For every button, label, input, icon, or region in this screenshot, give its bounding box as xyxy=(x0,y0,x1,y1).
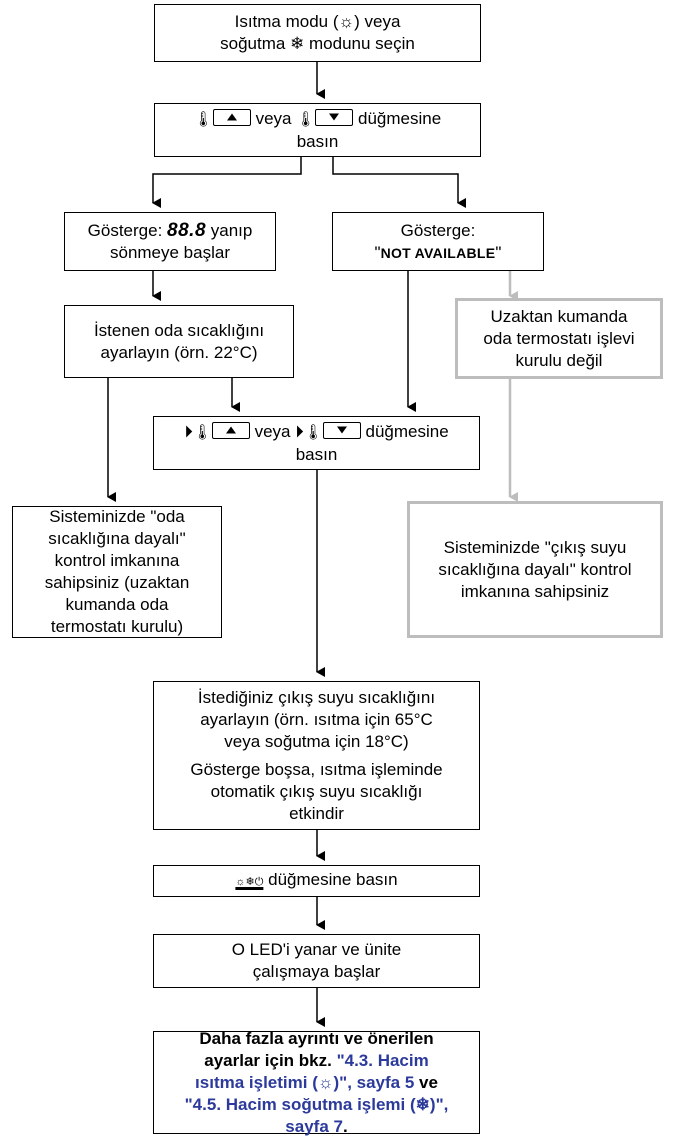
led-on-box: O LED'i yanar ve ünite çalışmaya başlar xyxy=(153,934,480,988)
display-not-available-box: Gösterge: "NOT AVAILABLE" xyxy=(332,212,544,271)
section-4-5-link-page[interactable]: sayfa 7 xyxy=(285,1116,343,1136)
play-icon: ⏵ xyxy=(184,421,193,441)
up-key-icon xyxy=(212,108,251,126)
no-thermostat-box: Uzaktan kumanda oda termostatı işlevi ku… xyxy=(455,298,663,379)
down-key-icon xyxy=(315,108,354,126)
play-icon: ⏵ xyxy=(295,421,304,441)
down-key-icon xyxy=(322,421,361,439)
press-onoff-box: ☼❄⏻ düğmesine basın xyxy=(153,865,480,897)
section-4-3-link-cont[interactable]: ısıtma işletimi (☼)", sayfa 5 xyxy=(195,1072,415,1092)
thermometer-icon: 🌡 xyxy=(193,110,213,128)
thermometer-icon: 🌡 xyxy=(192,423,212,441)
up-key-icon xyxy=(211,421,250,439)
thermometer-icon: 🌡 xyxy=(303,423,323,441)
led-circle-icon: O xyxy=(231,940,245,959)
press-play-temp-buttons-box: ⏵🌡 veya ⏵🌡 düğmesine basın xyxy=(153,416,480,470)
onoff-button-icon: ☼❄⏻ xyxy=(235,876,264,888)
section-4-5-link[interactable]: "4.5. Hacim soğutma işlemi (❄)", xyxy=(184,1094,449,1114)
segment-display: 88.8 xyxy=(167,219,207,241)
press-temp-buttons-box: 🌡 veya 🌡 düğmesine basın xyxy=(154,103,481,157)
select-mode-box: Isıtma modu (☼) veya soğutma ❄ modunu se… xyxy=(154,4,481,62)
reference-note-box: Daha fazla ayrıntı ve önerilen ayarlar i… xyxy=(153,1029,480,1136)
display-blinking-box: Gösterge: 88.8 yanıp sönmeye başlar xyxy=(64,212,276,271)
sun-icon: ☼ xyxy=(338,12,355,31)
sun-icon: ☼ xyxy=(317,1072,334,1092)
section-4-3-link[interactable]: "4.3. Hacim xyxy=(336,1050,429,1070)
set-room-temp-box: İstenen oda sıcaklığını ayarlayın (örn. … xyxy=(64,305,294,378)
not-available-status: NOT AVAILABLE xyxy=(380,244,496,261)
thermometer-icon: 🌡 xyxy=(296,110,316,128)
water-based-control-box: Sisteminizde "çıkış suyu sıcaklığına day… xyxy=(407,501,663,638)
snowflake-icon: ❄ xyxy=(415,1094,430,1114)
snowflake-icon: ❄ xyxy=(290,34,305,53)
set-water-temp-box: İstediğiniz çıkış suyu sıcaklığını ayarl… xyxy=(153,681,480,830)
room-based-control-box: Sisteminizde "oda sıcaklığına dayalı" ko… xyxy=(12,506,222,638)
